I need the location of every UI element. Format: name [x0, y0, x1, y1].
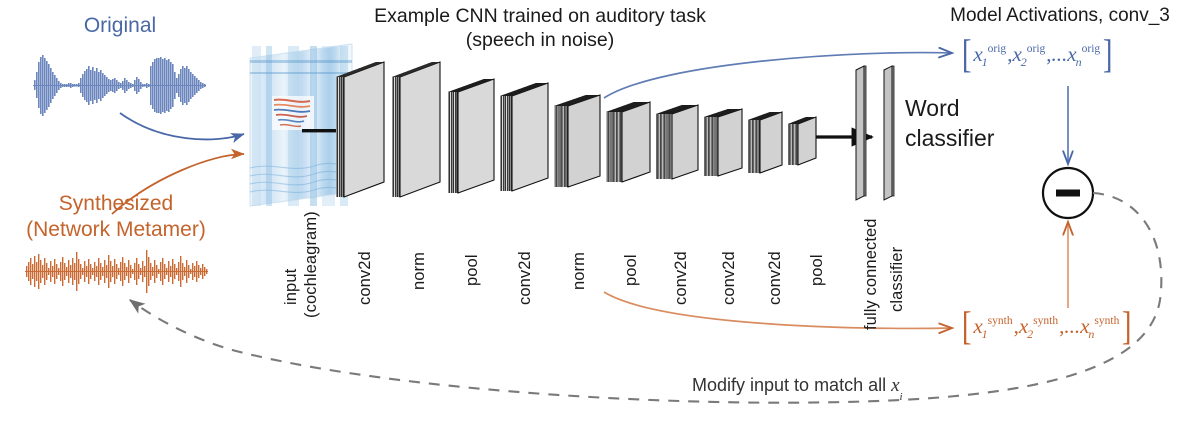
cnn-block-stack [336, 61, 817, 198]
original-waveform [33, 55, 206, 116]
layer-label-conv2d-1: conv2d [356, 251, 374, 305]
synth-x2: x2synth [1018, 313, 1059, 341]
activations-title: Model Activations, conv_3 [950, 5, 1170, 26]
bracket-close-orig: ] [1103, 31, 1113, 76]
layer-label-fully-connected: fully connected [862, 218, 880, 330]
orig-xn: xnorig [1067, 41, 1101, 69]
fc-plate [855, 65, 867, 201]
cnn-block-pool-2 [606, 101, 651, 183]
cnn-block-norm-1 [392, 61, 441, 198]
comma-3: , [1013, 313, 1019, 338]
loop-caption-text: Modify input to match all [692, 375, 892, 395]
arrow-conv3-to-synth-activations [603, 291, 952, 328]
orig-x1: x1orig [973, 41, 1007, 69]
layer-label-classifier: classifier [888, 246, 906, 312]
bracket-open-orig: [ [961, 31, 972, 76]
cnn-block-conv2d-5 [748, 111, 783, 174]
cnn-block-conv2d-1 [336, 61, 385, 198]
feedback-loop-dashed-arrow [128, 191, 1163, 404]
cnn-block-pool-3 [788, 116, 817, 166]
orig-activations-vector: [x1orig,x2orig,...xnorig] [960, 31, 1114, 76]
cnn-block-pool-1 [448, 78, 495, 194]
orig-ellipsis: ... [1051, 41, 1068, 66]
synth-x1: x1synth [973, 313, 1013, 341]
synthesized-sublabel: (Network Metamer) [26, 218, 206, 241]
layer-label-input-line1: input [282, 268, 300, 305]
layer-label-pool-2: pool [622, 254, 640, 286]
cnn-block-conv2d-4 [704, 108, 743, 177]
synthesized-label: Synthesized [58, 192, 174, 215]
layer-label-conv2d-5: conv2d [766, 251, 784, 305]
layer-label-conv2d-3: conv2d [672, 251, 690, 305]
layer-label-norm-1: norm [410, 252, 428, 290]
layer-label-pool-3: pool [808, 254, 826, 286]
synth-ellipsis: ... [1064, 313, 1081, 338]
word-classifier-line2: classifier [905, 125, 995, 151]
orig-x2: x2orig [1012, 41, 1046, 69]
layer-label-input-line2: (cochleagram) [302, 211, 320, 318]
figure-title: Example CNN trained on auditory task [374, 5, 706, 27]
bracket-open-synth: [ [961, 303, 972, 348]
synth-activations-vector: [x1synth,x2synth,...xnsynth] [960, 303, 1134, 348]
feedback-loop-caption: Modify input to match all xi [692, 375, 903, 403]
bracket-close-synth: ] [1122, 303, 1132, 348]
original-label: Original [83, 14, 157, 37]
comma-4: , [1059, 313, 1065, 338]
subtract-node [1041, 166, 1095, 220]
word-classifier-line1: Word [905, 95, 960, 121]
classifier-plate [883, 65, 895, 201]
cnn-block-conv2d-3 [656, 104, 699, 180]
layer-label-pool-1: pool [463, 254, 481, 286]
layer-label-norm-2: norm [570, 252, 588, 290]
input-connector [302, 129, 354, 133]
figure-subtitle: (speech in noise) [465, 29, 615, 51]
arrow-synth-to-input [111, 148, 245, 215]
cnn-block-norm-2 [554, 94, 601, 188]
comma-2: , [1046, 41, 1052, 66]
synthesized-waveform [25, 250, 208, 293]
arrow-conv3-to-orig-activations [603, 53, 952, 99]
comma-1: , [1007, 41, 1013, 66]
loop-caption-symbol: xi [891, 375, 903, 403]
arrow-original-to-input [119, 112, 245, 144]
synth-xn: xnsynth [1080, 313, 1120, 341]
layer-label-conv2d-4: conv2d [720, 251, 738, 305]
layer-label-conv2d-2: conv2d [516, 251, 534, 305]
cnn-block-conv2d-2 [500, 82, 549, 192]
